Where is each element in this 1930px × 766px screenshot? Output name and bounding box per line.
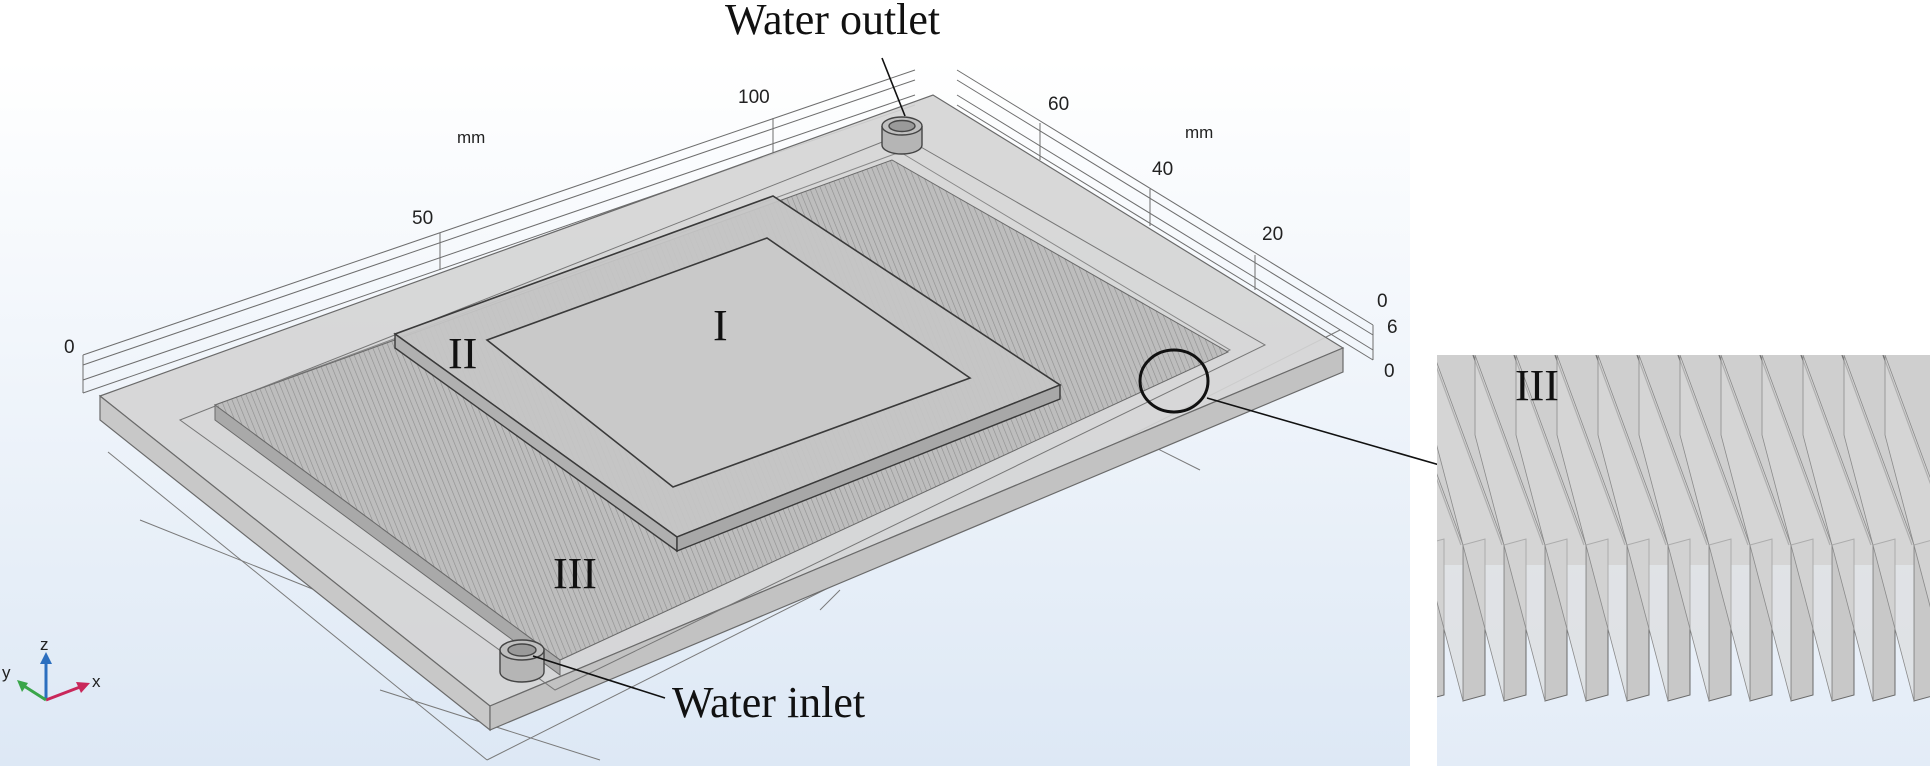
tick-side-0: 0	[1377, 291, 1388, 312]
region-3-detail-label: III	[1515, 361, 1559, 410]
region-2-label: II	[448, 329, 477, 378]
detail-fin	[1882, 355, 1930, 608]
tick-side-40: 40	[1152, 159, 1173, 180]
triad-y-arrowhead	[17, 680, 28, 692]
water-inlet-port	[499, 639, 545, 683]
triad-x-axis	[45, 685, 81, 702]
zoom-circle	[1138, 348, 1210, 414]
triad-y-axis	[23, 684, 47, 702]
axis-unit-right: mm	[1185, 123, 1213, 142]
tick-height-0: 0	[1384, 361, 1395, 382]
water-inlet-label: Water inlet	[672, 678, 865, 727]
axis-unit-left: mm	[457, 128, 485, 147]
triad-y-label: y	[2, 663, 11, 682]
triad-z-label: z	[40, 635, 49, 654]
water-outlet-port	[881, 116, 923, 155]
fin-area-front	[214, 404, 561, 676]
region-1-label: I	[713, 301, 728, 350]
tick-top-50: 50	[412, 208, 433, 229]
tick-side-20: 20	[1262, 224, 1283, 245]
callout-lines	[532, 57, 1451, 699]
channel-frame	[178, 134, 1267, 691]
base-plate-side	[489, 347, 1344, 731]
coordinate-triad: z x y	[2, 635, 101, 702]
triad-x-label: x	[92, 672, 101, 691]
region-2-plate-side	[676, 383, 1061, 553]
region-1-heat-source	[485, 237, 972, 488]
tick-top-0: 0	[64, 337, 75, 358]
triad-x-arrowhead	[76, 682, 90, 693]
tick-height-6: 6	[1387, 317, 1398, 338]
tick-side-60: 60	[1048, 94, 1069, 115]
triad-z-arrowhead	[40, 652, 52, 664]
detail-fin	[1437, 361, 1527, 702]
tick-top-100: 100	[738, 87, 770, 108]
water-outlet-label: Water outlet	[725, 0, 940, 44]
region-3-label: III	[553, 549, 597, 598]
